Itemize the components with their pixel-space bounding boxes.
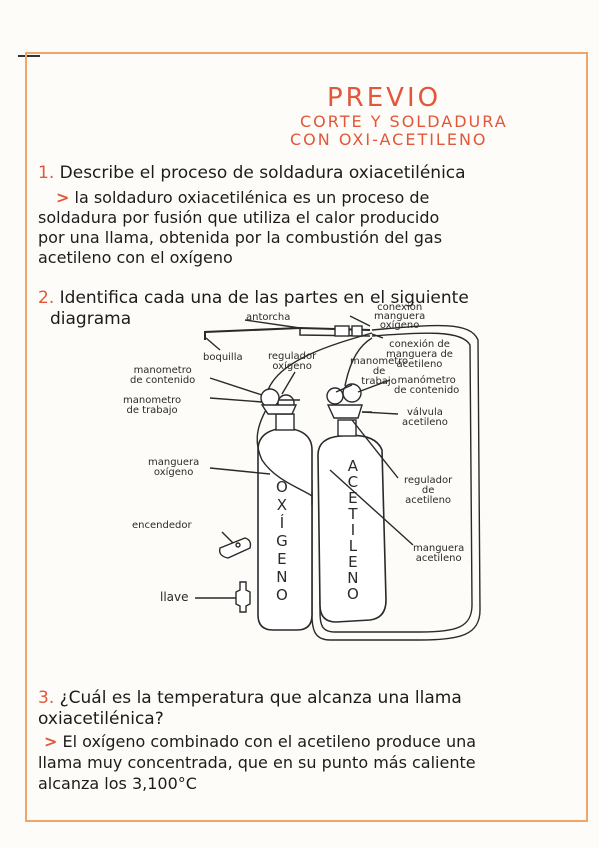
acetylene-letter-2: C (347, 473, 359, 491)
label-conexion-acetileno-3: acetileno (396, 359, 443, 370)
oxygen-letter-1: O (276, 478, 288, 496)
acetylene-letter-3: E (348, 489, 358, 507)
label-manometro-contenido-ac-2: de contenido (394, 385, 460, 396)
question-3-text-2: oxiacetilénica? (38, 709, 164, 729)
label-regulador-oxigeno: regulador oxígeno (268, 352, 316, 372)
label-regulador-acetileno-1: regulador (404, 475, 453, 486)
acetylene-tank (317, 434, 387, 623)
lighter-shape (218, 537, 252, 559)
oxygen-letter-6: N (276, 568, 288, 586)
answer-1-line-4: acetileno con el oxígeno (38, 248, 233, 267)
label-manometro-trabajo-ox-1: manometro (123, 395, 182, 406)
acetylene-letter-5: I (350, 521, 356, 539)
label-manometro-contenido-ox-1: manometro (133, 365, 192, 376)
label-regulador-oxigeno-2: oxígeno (272, 361, 312, 372)
question-2-number: 2. (38, 288, 55, 308)
question-1-text: Describe el proceso de soldadura oxiacet… (59, 163, 466, 183)
label-encendedor: encendedor (132, 520, 192, 531)
label-manometro-trabajo-ac: manometro de trabajo (350, 357, 408, 387)
answer-1-text-1: la soldaduro oxiacetilénica es un proces… (74, 188, 430, 207)
label-manometro-trabajo-ac-3: trabajo (361, 376, 397, 387)
hose-loop-outer (311, 324, 481, 641)
oxygen-letter-5: E (277, 550, 287, 568)
label-manguera-acetileno-2: acetileno (415, 553, 462, 564)
label-antorcha: antorcha (246, 312, 291, 323)
label-manometro-contenido-ac: manómetro de contenido (394, 376, 459, 396)
oxygen-tank (257, 427, 313, 631)
label-conexion-acetileno-2: manguera de (386, 349, 453, 360)
question-1: 1. Describe el proceso de soldadura oxia… (38, 163, 466, 183)
answer-3-marker: > (44, 732, 58, 751)
question-3-number: 3. (38, 688, 55, 708)
answer-1-line-3: por una llama, obtenida por la combustió… (38, 228, 443, 247)
label-conexion-oxigeno-3: oxígeno (379, 320, 420, 331)
page-title: PREVIO (327, 83, 442, 113)
label-regulador-acetileno-2: de (421, 485, 435, 496)
acetylene-letter-7: E (348, 553, 358, 571)
oxygen-letter-4: G (276, 532, 288, 550)
oxygen-tank-letters: O X Í G E N O (276, 478, 288, 604)
question-3-text-1: ¿Cuál es la temperatura que alcanza una … (59, 688, 462, 708)
question-3: 3. ¿Cuál es la temperatura que alcanza u… (38, 688, 462, 708)
answer-3-line-3: alcanza los 3,100°C (38, 774, 197, 793)
label-manometro-trabajo-ox-2: de trabajo (126, 405, 178, 416)
acetylene-letter-6: L (348, 537, 358, 555)
label-valvula-acetileno: válvula acetileno (402, 408, 448, 428)
question-2-text-1: Identifica cada una de las partes en el … (59, 288, 469, 308)
label-boquilla: boquilla (203, 352, 243, 363)
label-manguera-oxigeno: manguera oxígeno (148, 458, 199, 478)
acetylene-letter-1: A (347, 457, 359, 475)
page-subtitle-line1: CORTE Y SOLDADURA (300, 112, 508, 131)
pen-mark (18, 55, 40, 57)
label-manometro-trabajo-ac-2: de (372, 366, 386, 377)
page-frame (25, 52, 588, 822)
acetylene-letter-4: T (348, 505, 358, 523)
label-llave: llave (160, 590, 189, 604)
key-shape (235, 581, 251, 613)
answer-3-line-1: > El oxígeno combinado con el acetileno … (44, 732, 476, 751)
label-manometro-contenido-ac-1: manómetro (397, 375, 456, 386)
answer-3-line-2: llama muy concentrada, que en su punto m… (38, 753, 476, 772)
label-manometro-contenido-ox-2: de contenido (130, 375, 196, 386)
label-valvula-acetileno-1: válvula (406, 407, 443, 418)
label-manguera-oxigeno-1: manguera (148, 457, 200, 468)
oxygen-letter-7: O (276, 586, 288, 604)
question-1-number: 1. (38, 163, 55, 183)
oxygen-letter-3: Í (279, 514, 285, 532)
oxygen-letter-2: X (276, 496, 288, 514)
acetylene-letter-8: N (347, 569, 359, 587)
label-valvula-acetileno-2: acetileno (402, 417, 448, 428)
label-conexion-acetileno-1: conexión de (389, 339, 450, 350)
answer-1-line-1: > la soldaduro oxiacetilénica es un proc… (56, 188, 429, 207)
label-manguera-acetileno-1: manguera (413, 543, 465, 554)
label-manometro-trabajo-ox: manometro de trabajo (123, 396, 181, 416)
answer-1-marker: > (56, 188, 70, 207)
label-regulador-acetileno: regulador de acetileno (404, 476, 452, 506)
label-conexion-oxigeno-2: manguera (374, 311, 426, 322)
page-subtitle-line2: CON OXI-ACETILENO (290, 130, 488, 149)
question-2-text-2: diagrama (50, 309, 132, 329)
label-regulador-oxigeno-1: regulador (268, 351, 317, 362)
label-conexion-oxigeno-1: conexión (377, 302, 423, 313)
answer-3-text-1: El oxígeno combinado con el acetileno pr… (62, 732, 477, 751)
acetylene-tank-letters: A C E T I L E N O (347, 458, 359, 602)
hose-loop-inner (319, 332, 473, 633)
acetylene-letter-9: O (347, 585, 359, 603)
label-regulador-acetileno-3: acetileno (405, 495, 452, 506)
answer-1-line-2: soldadura por fusión que utiliza el calo… (38, 208, 440, 227)
label-conexion-acetileno: conexión de manguera de acetileno (386, 340, 453, 370)
label-manometro-contenido-ox: manometro de contenido (130, 366, 195, 386)
label-conexion-oxigeno: conexión manguera oxígeno (374, 302, 426, 331)
label-manometro-trabajo-ac-1: manometro (350, 356, 409, 367)
label-manguera-oxigeno-2: oxígeno (153, 467, 194, 478)
label-manguera-acetileno: manguera acetileno (413, 544, 464, 564)
question-2: 2. Identifica cada una de las partes en … (38, 288, 469, 308)
